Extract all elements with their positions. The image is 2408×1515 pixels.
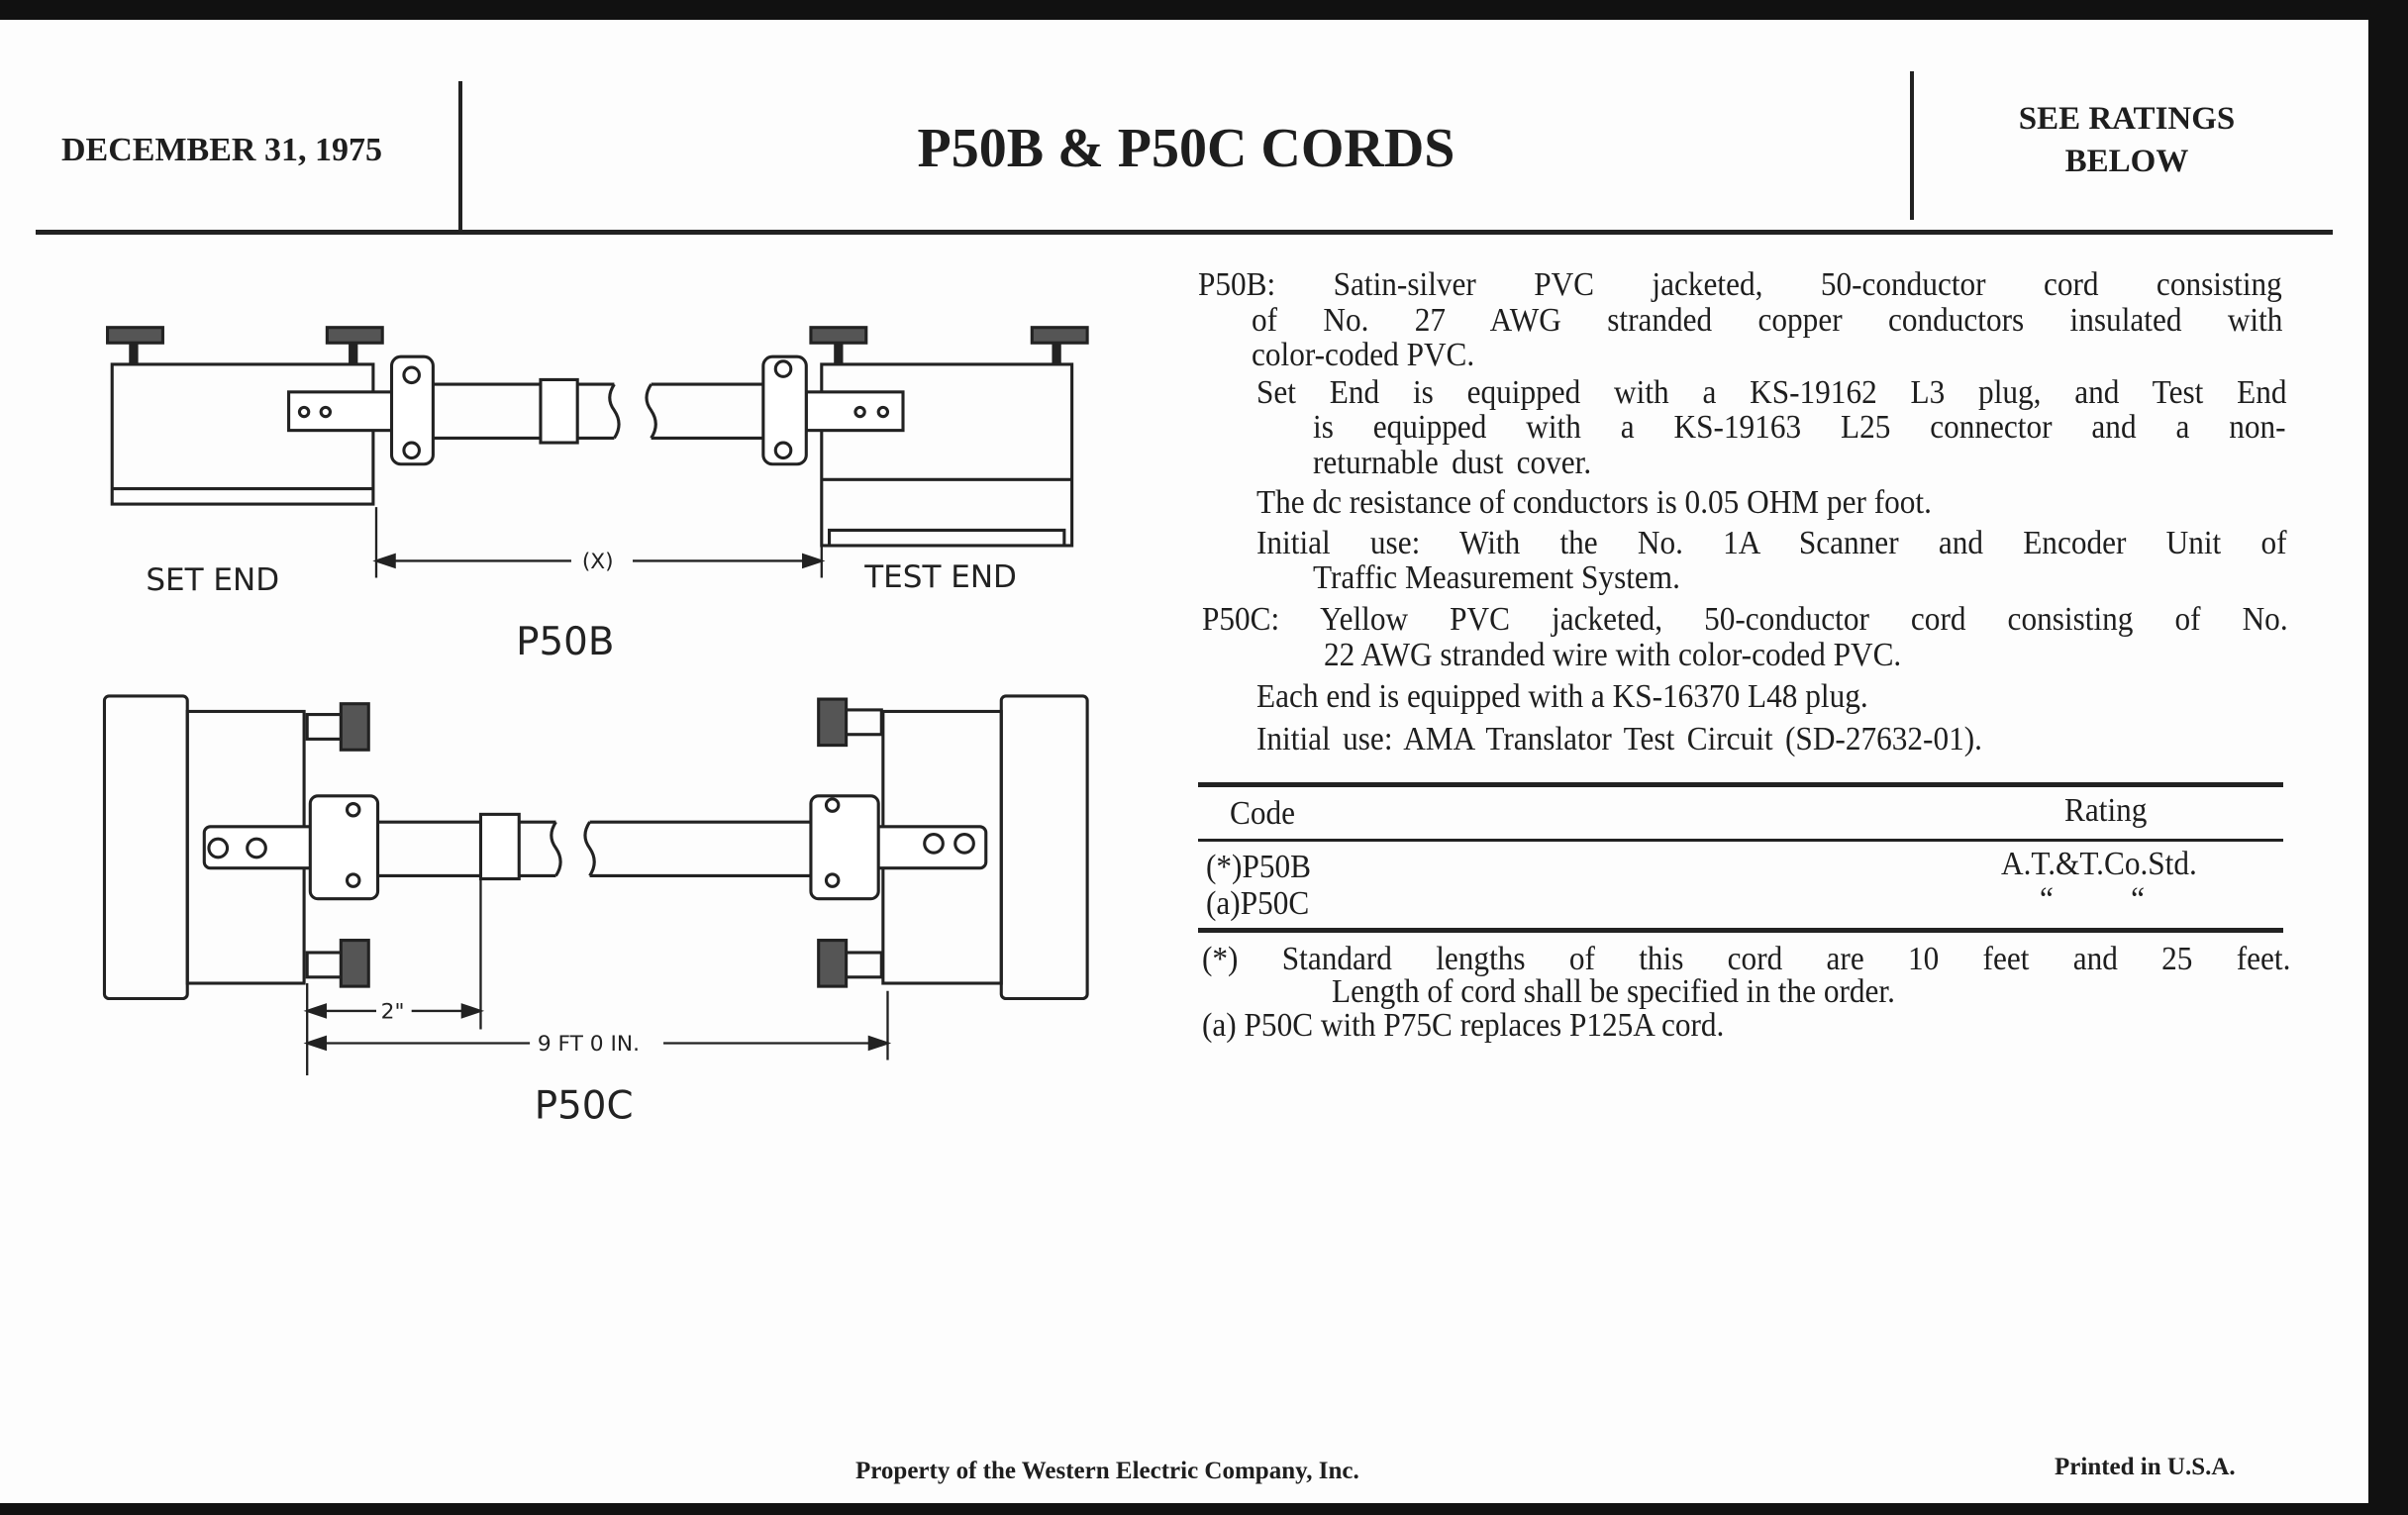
table-rule-header: [1198, 839, 2283, 842]
desc-line: P50C: Yellow PVC jacketed, 50-conductor …: [1202, 601, 2288, 638]
test-end-label: TEST END: [863, 559, 1017, 595]
footer-property: Property of the Western Electric Company…: [855, 1458, 1359, 1484]
desc-line: color-coded PVC.: [1252, 337, 1475, 373]
column-header-rating: Rating: [2064, 792, 2148, 829]
p50c-left-plug: [102, 694, 380, 1001]
desc-line: P50B: Satin-silver PVC jacketed, 50-cond…: [1198, 266, 2282, 303]
desc-line: Each end is equipped with a KS-16370 L48…: [1256, 678, 1868, 715]
desc-line: of No. 27 AWG stranded copper conductors…: [1252, 302, 2283, 339]
table-cell-code: (*)P50B: [1206, 849, 1312, 885]
table-cell-rating: A.T.&T.Co.Std.: [2001, 846, 2197, 882]
desc-line: Traffic Measurement System.: [1313, 559, 1680, 596]
scan-border-bottom: [0, 1503, 2408, 1515]
desc-line: 22 AWG stranded wire with color-coded PV…: [1324, 637, 1902, 673]
dimension-9ft-label: 9 FT 0 IN.: [538, 1032, 640, 1057]
p50b-figure-label: P50B: [516, 620, 614, 664]
p50c-right-plug: [809, 694, 1089, 1001]
p50b-cord: [433, 377, 763, 445]
p50b-test-end-connector: [761, 326, 1089, 548]
footnote-standard-lengths: (*) Standard lengths of this cord are 10…: [1202, 941, 2291, 977]
header-divider-right: [1910, 71, 1914, 220]
table-rule-top: [1198, 782, 2283, 787]
desc-line: is equipped with a KS-19163 L25 connecto…: [1313, 409, 2286, 446]
page-title: P50B & P50C CORDS: [917, 118, 1455, 179]
scan-border-top: [0, 0, 2408, 20]
p50c-dimensions: [303, 878, 892, 1076]
desc-line: Set End is equipped with a KS-19162 L3 p…: [1256, 374, 2287, 411]
footnote-length-spec: Length of cord shall be specified in the…: [1332, 973, 1895, 1010]
footnote-replaces: (a) P50C with P75C replaces P125A cord.: [1202, 1007, 1725, 1044]
desc-line: The dc resistance of conductors is 0.05 …: [1256, 484, 1932, 521]
ratings-note-line-1: SEE RATINGS: [2018, 101, 2236, 137]
issue-date: DECEMBER 31, 1975: [61, 132, 382, 168]
dimension-x-label: (X): [582, 550, 614, 574]
footer-printed: Printed in U.S.A.: [2055, 1454, 2236, 1480]
p50b-dimension-x: [372, 507, 826, 578]
desc-line: Initial use: AMA Translator Test Circuit…: [1256, 721, 1982, 758]
header-divider-left: [458, 81, 462, 230]
desc-line: Initial use: With the No. 1A Scanner and…: [1256, 525, 2287, 561]
header-rule: [36, 230, 2333, 235]
ratings-note-line-2: BELOW: [2064, 144, 2189, 179]
p50c-figure-label: P50C: [535, 1083, 634, 1128]
p50c-cord: [377, 812, 811, 881]
table-rule-bottom: [1198, 928, 2283, 933]
column-header-code: Code: [1230, 795, 1296, 832]
dimension-2in-label: 2": [381, 1000, 405, 1025]
scan-border-right: [2368, 0, 2408, 1515]
desc-line: returnable dust cover.: [1313, 445, 1592, 481]
p50b-set-end-plug: [106, 326, 435, 506]
table-cell-rating: “ “: [2040, 881, 2145, 918]
table-cell-code: (a)P50C: [1206, 885, 1310, 922]
set-end-label: SET END: [146, 562, 279, 598]
